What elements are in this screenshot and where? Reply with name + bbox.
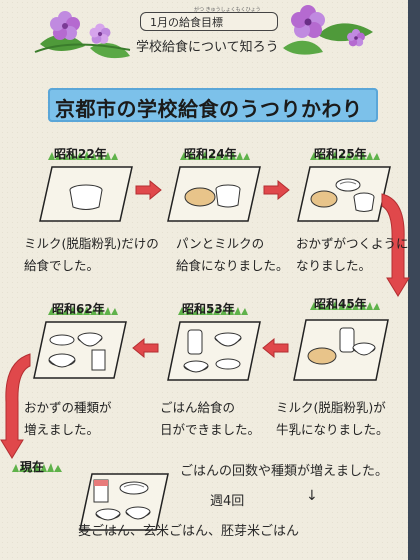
bowl-icon: [77, 332, 103, 347]
era-caption: 給食になりました。: [176, 258, 289, 273]
era-caption: パンとミルクの: [176, 236, 265, 251]
milk-cup-icon: [69, 184, 103, 210]
arrow-right-icon: [263, 180, 290, 200]
era-label: 昭和53年: [182, 302, 235, 316]
arrow-curve-icon: [381, 193, 410, 297]
flower-icon: [347, 29, 365, 47]
leaf-icon: [318, 23, 373, 42]
grass-decoration: [48, 151, 118, 160]
era-caption: ごはん給食の: [160, 400, 236, 415]
flower-icon: [50, 11, 80, 40]
era-caption: 日ができました。: [160, 422, 261, 437]
milk-cup-icon: [215, 184, 241, 208]
bread-icon: [184, 187, 216, 207]
era-caption: ミルク(脱脂粉乳)だけの: [24, 236, 159, 251]
grass-decoration: [48, 306, 118, 315]
meal-panel: [33, 321, 127, 379]
era-label: 昭和22年: [54, 147, 107, 161]
meal-panel: [167, 321, 261, 381]
milk-bottle-icon: [339, 327, 355, 353]
era-caption: 牛乳になりました。: [276, 422, 389, 437]
rice-bowl-icon: [183, 360, 209, 373]
flower-icon: [291, 5, 325, 38]
grass-decoration: [310, 301, 380, 310]
arrow-down-icon: ↓: [306, 488, 318, 504]
bowl-icon: [352, 342, 376, 356]
background-edge: [408, 0, 420, 560]
rice-bowl-icon: [95, 508, 121, 521]
leaf-icon: [90, 42, 130, 59]
goal-title: 1月の給食目標: [150, 16, 223, 29]
era-caption: おかずの種類が: [24, 400, 112, 415]
bread-icon: [310, 190, 338, 208]
meal-panel: [293, 319, 389, 381]
side-dish-icon: [335, 178, 361, 192]
flower-decoration-right: [283, 5, 373, 55]
leaf-icon: [283, 40, 323, 55]
meal-panel: [79, 473, 169, 531]
page-title: 京都市の学校給食のうつりかわり: [55, 97, 363, 121]
flower-icon: [89, 23, 111, 44]
vine-icon: [34, 43, 131, 53]
milk-carton-icon: [93, 479, 109, 503]
grass-decoration: [310, 151, 380, 160]
milk-bottle-icon: [187, 329, 203, 355]
arrow-left-icon: [262, 338, 289, 358]
era-label: 昭和25年: [314, 147, 367, 161]
arrow-right-icon: [135, 180, 162, 200]
side-dish-icon: [49, 334, 75, 346]
era-label: 昭和62年: [52, 302, 105, 316]
rice-bowl-icon: [48, 353, 76, 368]
footer-text: ごはんの回数や種類が増えました。: [180, 464, 389, 479]
footer-rice-types: 麦ごはん、玄米ごはん、胚芽米ごはん: [78, 524, 300, 539]
grass-decoration: [12, 463, 62, 472]
page-subtitle: 学校給食について知ろう: [136, 40, 279, 55]
arrow-curve-icon: [0, 353, 31, 459]
bowl-icon: [214, 332, 242, 347]
era-caption: 増えました。: [24, 422, 100, 437]
era-label: 昭和24年: [184, 147, 237, 161]
goal-box: [140, 12, 278, 31]
meal-panel: [297, 166, 391, 222]
footer-frequency: 週4回: [210, 494, 245, 509]
title-banner: [48, 88, 378, 122]
side-dish-icon: [215, 358, 241, 370]
era-label: 昭和45年: [314, 297, 367, 311]
era-caption: おかずがつくように: [296, 236, 409, 251]
bread-icon: [307, 347, 337, 365]
grass-decoration: [180, 151, 250, 160]
era-caption: 給食でした。: [24, 258, 100, 273]
meal-panel: [167, 166, 261, 222]
meal-panel: [39, 166, 133, 222]
goal-ruby: がつ きゅうしょくもくひょう: [194, 7, 261, 13]
side-dish-icon: [119, 481, 149, 495]
arrow-left-icon: [132, 338, 159, 358]
flower-decoration-left: [34, 11, 131, 59]
milk-cup-icon: [353, 192, 375, 212]
bowl-icon: [125, 506, 151, 520]
milk-carton-icon: [91, 349, 106, 371]
grass-decoration: [178, 306, 248, 315]
era-label: 現在: [20, 460, 45, 474]
era-caption: ミルク(脱脂粉乳)が: [276, 400, 386, 415]
era-caption: なりました。: [296, 258, 372, 273]
